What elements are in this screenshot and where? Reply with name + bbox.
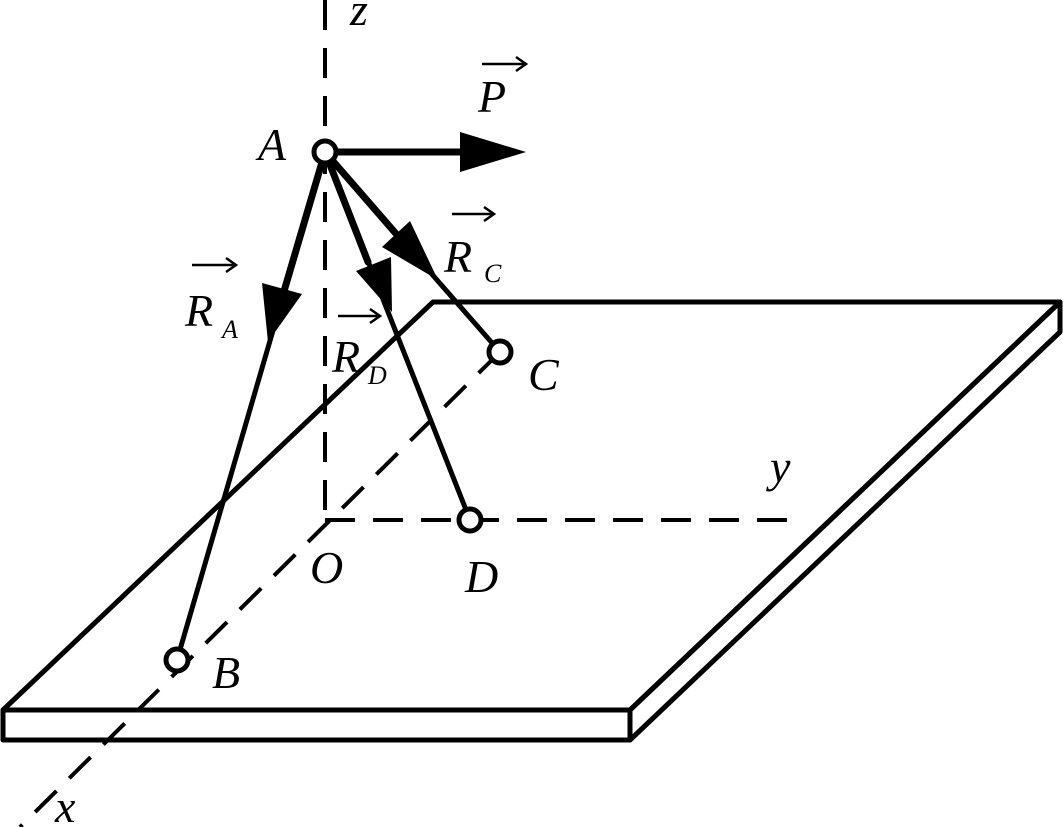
joint-C — [486, 338, 514, 366]
vector-RD-shaft — [321, 148, 372, 266]
label-RD: R — [331, 331, 360, 382]
label-RA: R — [184, 285, 213, 336]
label-C: C — [528, 349, 560, 400]
label-RA-sub: A — [220, 315, 238, 344]
overarrow-RA — [192, 256, 239, 274]
overarrow-P — [482, 55, 529, 73]
joints — [163, 138, 514, 674]
label-z: z — [349, 0, 368, 35]
label-A: A — [255, 119, 287, 170]
vector-RA-shaft — [278, 148, 329, 302]
overarrow-RC — [452, 205, 497, 223]
force-vectors — [262, 132, 526, 342]
joint-D — [456, 506, 484, 534]
axes — [18, 0, 800, 827]
plate-right-edge — [627, 299, 1063, 743]
x-axis — [18, 350, 502, 827]
vector-P-arrowhead — [460, 132, 526, 172]
label-RC-sub: C — [484, 259, 502, 288]
vector-RD-arrowhead — [356, 257, 392, 312]
overarrow-RD — [338, 307, 383, 325]
label-D: D — [464, 551, 498, 602]
joint-A — [311, 138, 339, 166]
vector-RC-arrowhead — [382, 221, 438, 280]
vector-overarrows — [192, 55, 529, 325]
plate — [0, 299, 1063, 743]
labels: z y x O A B C D P R A R C R D — [54, 0, 791, 827]
label-y: y — [766, 441, 791, 492]
label-x: x — [54, 781, 76, 827]
label-O: O — [310, 542, 343, 593]
plate-front-edge — [0, 707, 633, 743]
label-P: P — [477, 71, 506, 122]
joint-B — [163, 646, 191, 674]
label-RD-sub: D — [367, 361, 387, 390]
vector-RC-shaft — [321, 148, 402, 240]
label-B: B — [212, 647, 240, 698]
label-RC: R — [443, 231, 472, 282]
vector-RA-arrowhead — [262, 283, 302, 342]
